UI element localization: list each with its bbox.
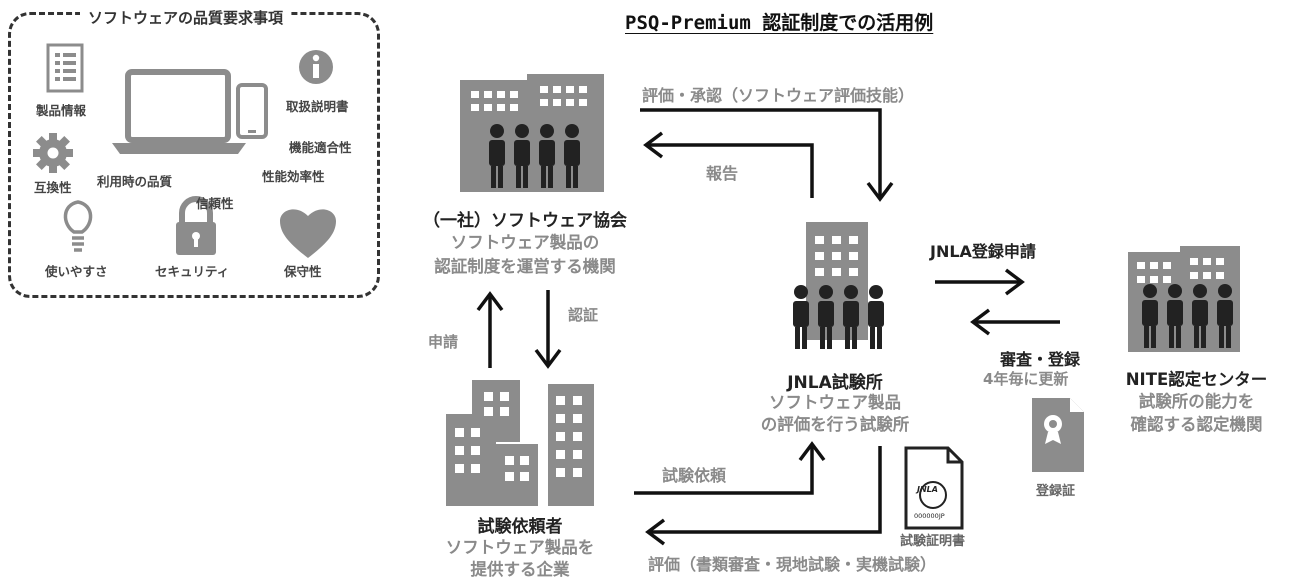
flow-label-evaluate-approve: 評価・承認（ソフトウェア評価技能） (642, 86, 915, 105)
jnla-lab-desc-line1: ソフトウェア製品 (769, 393, 901, 412)
info-icon (299, 50, 333, 84)
smartphone-icon (236, 83, 268, 139)
arrow-report (643, 131, 814, 198)
association-desc-line1: ソフトウェア製品の (450, 233, 600, 252)
client-buildings-icon (446, 380, 594, 506)
arrow-apply (476, 291, 504, 368)
jnla-lab-desc-line2: の評価を行う試験所 (760, 415, 910, 434)
association-people-icon (489, 124, 580, 188)
arrow-evaluate-approve (640, 108, 894, 202)
gear-icon (33, 133, 73, 173)
test-certificate-document-icon (904, 446, 964, 530)
arrow-jnla-register (935, 268, 1025, 296)
nite-building-icon (1128, 246, 1240, 352)
client-desc-line2: 提供する企業 (470, 560, 570, 579)
arrow-review-register (970, 308, 1060, 336)
nite-name: NITE認定センター (1125, 370, 1268, 389)
test-certificate-badge-code: 000000JP (914, 512, 945, 520)
arrow-certify (534, 290, 562, 369)
nite-desc-line2: 確認する認定機関 (1130, 415, 1263, 434)
test-certificate-badge-text: JNLA (917, 485, 938, 494)
label-compatibility: 互換性 (34, 180, 72, 195)
registration-certificate-label: 登録証 (1036, 484, 1076, 499)
association-building-icon (460, 74, 604, 192)
flow-label-report: 報告 (706, 164, 739, 183)
heart-icon (280, 209, 336, 258)
registration-certificate-document-icon (1032, 398, 1084, 472)
jnla-lab-name: JNLA試験所 (787, 373, 883, 393)
flow-label-apply: 申請 (428, 333, 459, 351)
lock-icon (176, 196, 216, 255)
page-title: PSQ-Premium 認証制度での活用例 (625, 12, 934, 34)
label-reliability: 信頼性 (196, 196, 234, 211)
quality-panel-title: ソフトウェアの品質要求事項 (80, 7, 292, 28)
association-name: （一社）ソフトウェア協会 (423, 211, 627, 231)
arrow-evaluation (645, 446, 882, 546)
laptop-icon (112, 69, 246, 154)
flow-label-review-register: 審査・登録 (1000, 350, 1081, 369)
flow-label-renew: 4年毎に更新 (983, 370, 1069, 388)
client-desc-line1: ソフトウェア製品を (445, 538, 595, 557)
label-security: セキュリティ (155, 264, 230, 279)
nite-desc-line1: 試験所の能力を (1138, 392, 1255, 411)
jnla-lab-people-icon (793, 285, 884, 349)
label-functional-suitability: 機能適合性 (289, 140, 352, 155)
client-name: 試験依頼者 (477, 517, 563, 537)
label-usability: 使いやすさ (45, 264, 108, 279)
nite-people-icon (1142, 284, 1233, 348)
flow-label-jnla-register: JNLA登録申請 (930, 242, 1036, 261)
lightbulb-icon (63, 200, 93, 252)
arrow-test-request (634, 441, 826, 495)
document-list-icon (46, 43, 84, 93)
label-quality-in-use: 利用時の品質 (97, 174, 173, 189)
association-desc-line2: 認証制度を運営する機関 (434, 257, 616, 276)
test-certificate-label: 試験証明書 (900, 534, 966, 549)
label-performance-efficiency: 性能効率性 (262, 169, 325, 184)
flow-label-test-request: 試験依頼 (662, 466, 727, 485)
label-maintainability: 保守性 (284, 264, 322, 279)
label-product-info: 製品情報 (36, 103, 87, 118)
label-manual: 取扱説明書 (286, 99, 349, 114)
flow-label-evaluation: 評価（書類審査・現地試験・実機試験） (648, 555, 937, 574)
flow-label-certify: 認証 (568, 306, 599, 324)
